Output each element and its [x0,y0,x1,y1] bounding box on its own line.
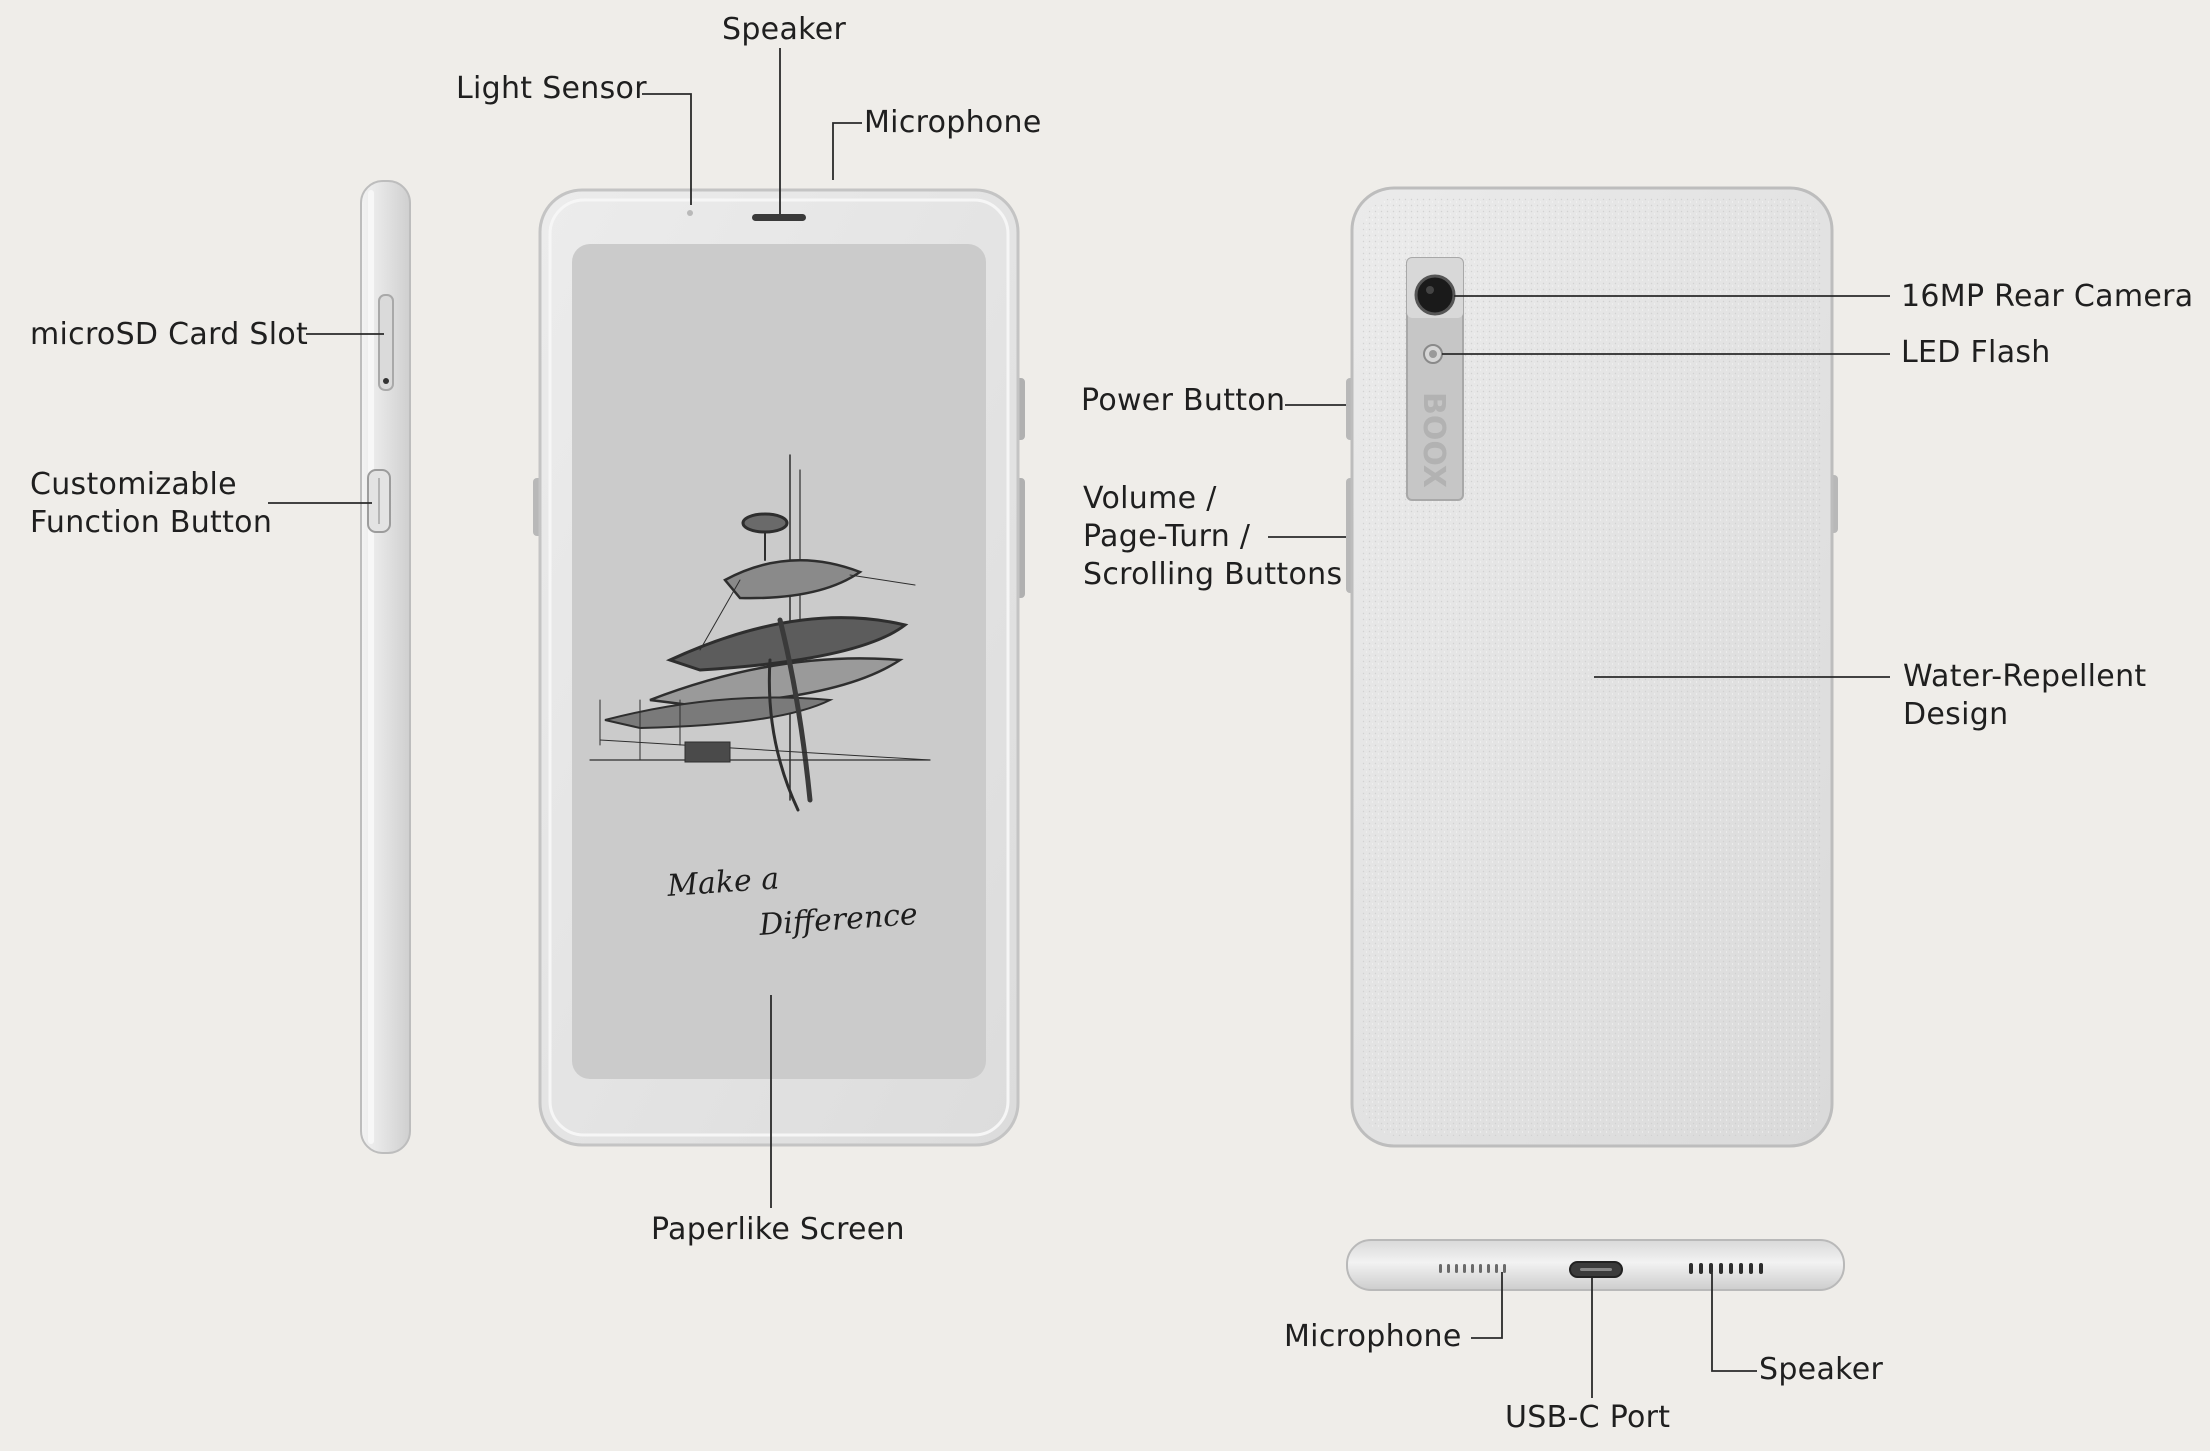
label-speaker-top: Speaker [722,12,847,47]
label-microsd-slot: microSD Card Slot [30,317,309,352]
back-view-device: BOOX [1346,186,1838,1148]
back-logo: BOOX [1416,392,1451,488]
label-power-button: Power Button [1081,383,1286,418]
architecture-sketch-illustration [589,454,931,812]
label-function-button: Customizable Function Button [30,466,272,542]
bottom-view-device [1346,1239,1845,1291]
leader-lines [268,48,1890,1398]
label-rear-camera: 16MP Rear Camera [1901,279,2194,314]
label-water-repellent-line1: Water-Repellent [1903,659,2147,694]
label-volume-line2: Page-Turn / [1083,519,1251,554]
rear-camera-lens-icon [1414,274,1456,316]
label-water-repellent: Water-Repellent Design [1903,658,2146,734]
label-volume-line1: Volume / [1083,481,1217,516]
side-view-device [360,180,411,1154]
screen-signature-line1: Make a [665,861,780,904]
front-view-device: Make a Difference [533,188,1025,1147]
leader-light-sensor [642,93,692,205]
label-microphone-bottom: Microphone [1284,1319,1462,1354]
label-paperlike-screen: Paperlike Screen [651,1212,905,1247]
label-light-sensor: Light Sensor [456,71,647,106]
microsd-slot-icon [378,294,394,391]
label-function-button-line1: Customizable [30,467,237,502]
leader-speaker-bottom [1711,1273,1757,1372]
leader-microphone-bottom [1471,1272,1503,1339]
label-function-button-line2: Function Button [30,505,273,540]
leader-microphone-top [832,122,862,180]
label-led-flash: LED Flash [1901,335,2051,370]
label-speaker-bottom: Speaker [1759,1352,1884,1387]
label-water-repellent-line2: Design [1903,697,2009,732]
label-microphone-top: Microphone [864,105,1042,140]
bottom-speaker-holes-icon [1689,1263,1763,1274]
light-sensor-icon [687,210,693,216]
bottom-microphone-holes-icon [1439,1264,1506,1273]
earpiece-speaker-icon [752,214,806,221]
label-volume-line3: Scrolling Buttons [1083,557,1343,592]
label-volume-buttons: Volume / Page-Turn / Scrolling Buttons [1083,480,1342,594]
label-usb-c-port: USB-C Port [1505,1400,1671,1435]
